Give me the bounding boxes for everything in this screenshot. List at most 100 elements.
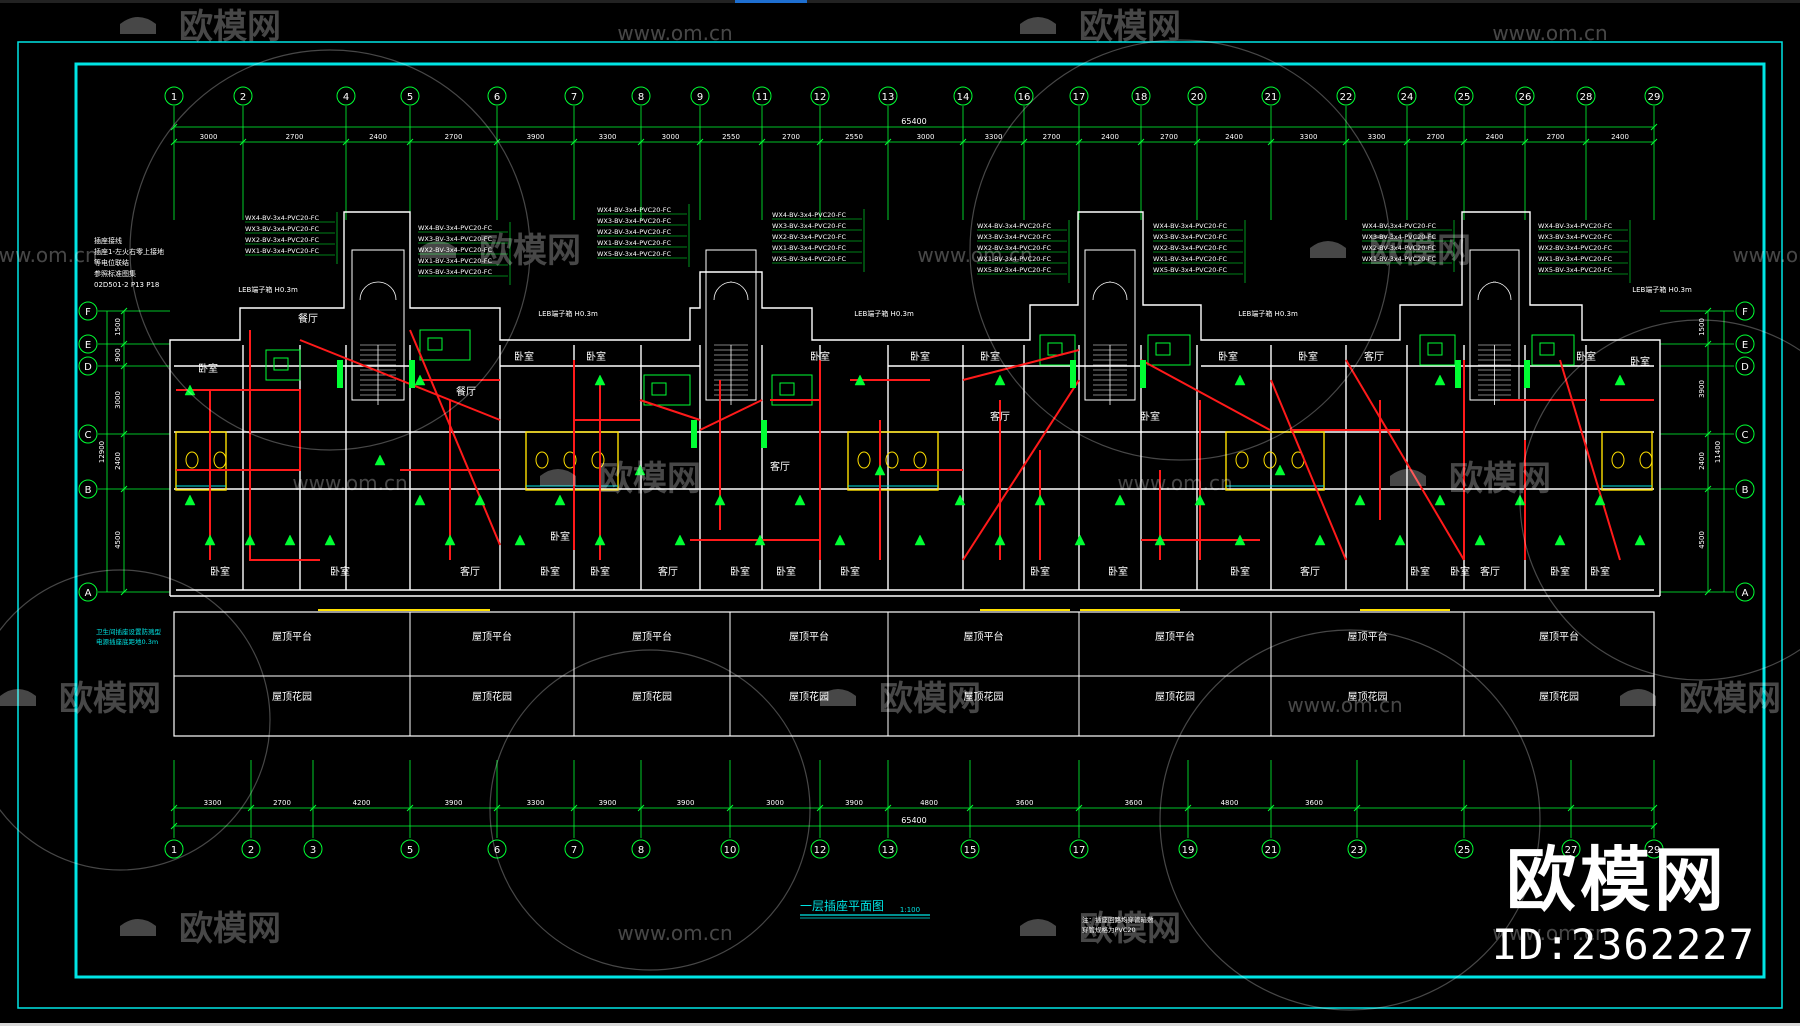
grid-bubble-top — [336, 86, 356, 106]
dim-top-segment-label: 2700 — [1427, 133, 1445, 141]
bottom-center-note: 穿管规格为PVC20 — [1082, 925, 1136, 934]
dim-top-segment-tick — [959, 138, 967, 146]
dim-top-segment-label: 2400 — [1225, 133, 1243, 141]
circuit-table-row: WX2-BV-3x4-PVC20-FC — [1362, 244, 1437, 252]
dim-left-total-label: 12900 — [98, 441, 106, 463]
bottom-bar — [0, 1023, 1800, 1026]
kitchen-socket-box — [1539, 342, 1555, 356]
socket-icon — [994, 374, 1006, 386]
watermark-sofa-icon — [820, 689, 856, 706]
dim-top-segment-tick — [884, 138, 892, 146]
circuit-table-row: WX1-BV-3x4-PVC20-FC — [1362, 255, 1437, 263]
grid-bubble-top — [1131, 86, 1151, 106]
toilet-fixture — [1235, 451, 1249, 469]
watermark-logo: 欧模网 — [1449, 459, 1551, 499]
dim-bottom-segment-tick — [1353, 804, 1361, 812]
toilet-fixture — [1263, 451, 1277, 469]
grid-label-top: 28 — [1580, 92, 1593, 103]
circuit-table-row: WX5-BV-3x4-PVC20-FC — [772, 255, 847, 263]
terrace-label: 屋顶平台 — [1539, 630, 1579, 643]
dim-right-total-label: 11400 — [1714, 441, 1722, 463]
grid-bubble-top — [1261, 86, 1281, 106]
grid-bubble-top — [752, 86, 772, 106]
brand-stamp: 欧模网 ID:2362227 — [1492, 839, 1754, 970]
bathroom-fixture — [175, 431, 227, 491]
socket-icon — [1614, 374, 1626, 386]
kitchen-counter — [1147, 334, 1191, 366]
dim-bottom-segment-label: 3900 — [845, 799, 863, 807]
kitchen-counter — [419, 329, 471, 361]
grid-label-bottom: 29 — [1648, 845, 1661, 856]
circuit-table-row: WX1-BV-3x4-PVC20-FC — [1153, 255, 1228, 263]
grid-label-bottom: 7 — [571, 845, 577, 856]
watermark-logo: 欧模网 — [879, 679, 981, 719]
grid-bubble-top — [564, 86, 584, 106]
dim-bottom-segment-tick — [1184, 804, 1192, 812]
dim-bottom-segment-tick — [1460, 804, 1468, 812]
dim-top-segment-label: 3900 — [527, 133, 545, 141]
grid-label-bottom: 8 — [638, 845, 644, 856]
socket-icon — [1474, 534, 1486, 546]
door-swing — [1492, 281, 1512, 301]
circuit-table-row: WX5-BV-3x4-PVC20-FC — [1153, 266, 1228, 274]
socket-icon — [1234, 374, 1246, 386]
socket-icon — [834, 534, 846, 546]
circuit-table-row: WX4-BV-3x4-PVC20-FC — [1538, 222, 1613, 230]
grid-bubble-bottom — [1347, 839, 1367, 859]
dim-top-segment-tick — [1267, 138, 1275, 146]
grid-bubble-bottom — [810, 839, 830, 859]
dim-top-segment-label: 2700 — [445, 133, 463, 141]
grid-label-bottom: 2 — [248, 845, 254, 856]
circuit-wire — [819, 360, 963, 560]
leb-box-label: LEB端子箱 H0.3m — [1238, 309, 1298, 318]
grid-bubble-bottom — [241, 839, 261, 859]
watermark-logo: 欧模网 — [179, 7, 281, 47]
drawing-title: 一层插座平面图 — [800, 898, 884, 913]
dim-right-tick — [1704, 485, 1712, 493]
watermark-circle — [969, 39, 1391, 461]
terrace-label: 屋顶平台 — [964, 630, 1004, 643]
brand-logo: 欧模网 — [1506, 839, 1728, 921]
watermark-sofa-icon — [0, 689, 36, 706]
circuit-wire — [573, 360, 701, 560]
room-label: 卧室 — [198, 362, 218, 375]
grid-label-top: 17 — [1073, 92, 1086, 103]
grid-label-top: 29 — [1648, 92, 1661, 103]
watermark-logo: 欧模网 — [59, 679, 161, 719]
circuit-table-row: WX4-BV-3x4-PVC20-FC — [772, 211, 847, 219]
legend-note-line: 参照标准图集 — [94, 269, 136, 278]
distribution-box — [691, 420, 697, 448]
lower-left-note: 电源插座底距地0.3m — [96, 637, 158, 646]
socket-icon — [1394, 534, 1406, 546]
room-label: 卧室 — [1590, 565, 1610, 578]
circuit-table-row: WX1-BV-3x4-PVC20-FC — [772, 244, 847, 252]
terrace-label: 屋顶平台 — [472, 630, 512, 643]
socket-symbols — [184, 360, 1646, 546]
watermark-circle — [1159, 629, 1541, 1011]
dim-left-tick — [120, 362, 128, 370]
dim-bottom-total-tick — [170, 822, 178, 830]
grid-bubble-bottom — [1644, 839, 1664, 859]
grid-bubble-top — [1454, 86, 1474, 106]
toilet-fixture — [913, 451, 927, 469]
dim-bottom-segment-tick — [570, 804, 578, 812]
legend-note-line: 02D501-2 P13 P18 — [94, 281, 159, 289]
grid-label-right: C — [1742, 430, 1749, 441]
legend-note-line: 插座1-左火右零上接地 — [94, 247, 164, 256]
dim-bottom-segment-label: 3900 — [599, 799, 617, 807]
room-label: 餐厅 — [298, 312, 318, 325]
circuit-table-row: WX3-BV-3x4-PVC20-FC — [977, 233, 1052, 241]
watermark-url: www.om.cn — [1287, 693, 1402, 717]
dim-top-segment-label: 2400 — [1101, 133, 1119, 141]
socket-icon — [324, 534, 336, 546]
socket-icon — [514, 534, 526, 546]
grid-bubble-top — [631, 86, 651, 106]
dim-top-segment-label: 2400 — [1486, 133, 1504, 141]
watermark-sofa-icon — [120, 17, 156, 34]
dim-bottom-segment-tick — [309, 804, 317, 812]
grid-label-top: 1 — [171, 92, 177, 103]
terrace-label: 屋顶平台 — [272, 630, 312, 643]
grid-label-left: E — [85, 340, 91, 351]
socket-icon — [1594, 494, 1606, 506]
dim-bottom-segment-label: 4800 — [1221, 799, 1239, 807]
